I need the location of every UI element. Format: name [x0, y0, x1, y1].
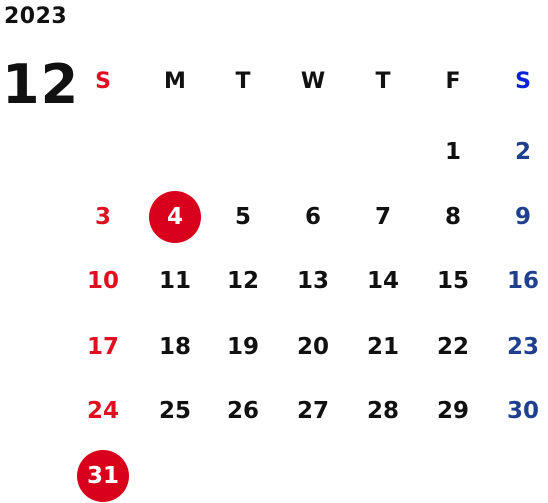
day-cell[interactable]: 25 [158, 398, 191, 424]
weekday-header: T [375, 68, 391, 94]
day-cell[interactable]: 7 [374, 204, 391, 230]
day-cell[interactable]: 17 [86, 334, 119, 360]
day-cell[interactable]: 29 [436, 398, 469, 424]
day-cell[interactable]: 13 [296, 268, 329, 294]
day-cell[interactable]: 1 [444, 139, 461, 165]
day-cell[interactable]: 8 [444, 204, 461, 230]
day-cell[interactable]: 10 [86, 268, 119, 294]
day-cell[interactable]: 21 [366, 334, 399, 360]
day-cell[interactable]: 3 [94, 204, 111, 230]
day-cell[interactable]: 27 [296, 398, 329, 424]
weekday-header: S [515, 68, 531, 94]
day-cell[interactable]: 9 [514, 204, 531, 230]
day-cell[interactable]: 18 [158, 334, 191, 360]
day-cell[interactable]: 19 [226, 334, 259, 360]
day-cell[interactable]: 23 [506, 334, 539, 360]
day-cell[interactable]: 2 [514, 139, 531, 165]
day-cell[interactable]: 14 [366, 268, 399, 294]
day-cell[interactable]: 28 [366, 398, 399, 424]
weekday-header: W [300, 68, 326, 94]
day-cell[interactable]: 15 [436, 268, 469, 294]
day-cell[interactable]: 26 [226, 398, 259, 424]
day-cell[interactable]: 6 [304, 204, 321, 230]
day-cell[interactable]: 12 [226, 268, 259, 294]
year-label: 2023 [4, 4, 68, 29]
day-cell[interactable]: 5 [234, 204, 251, 230]
weekday-header: F [445, 68, 461, 94]
weekday-header: T [235, 68, 251, 94]
day-cell[interactable]: 24 [86, 398, 119, 424]
day-cell[interactable]: 22 [436, 334, 469, 360]
day-cell[interactable]: 30 [506, 398, 539, 424]
highlighted-day-cell[interactable]: 4 [145, 191, 205, 243]
day-cell[interactable]: 11 [158, 268, 191, 294]
weekday-header: S [95, 68, 111, 94]
month-label: 12 [2, 53, 80, 116]
day-cell[interactable]: 16 [506, 268, 539, 294]
day-cell[interactable]: 20 [296, 334, 329, 360]
weekday-header: M [164, 68, 186, 94]
highlighted-day-cell[interactable]: 31 [73, 450, 133, 502]
